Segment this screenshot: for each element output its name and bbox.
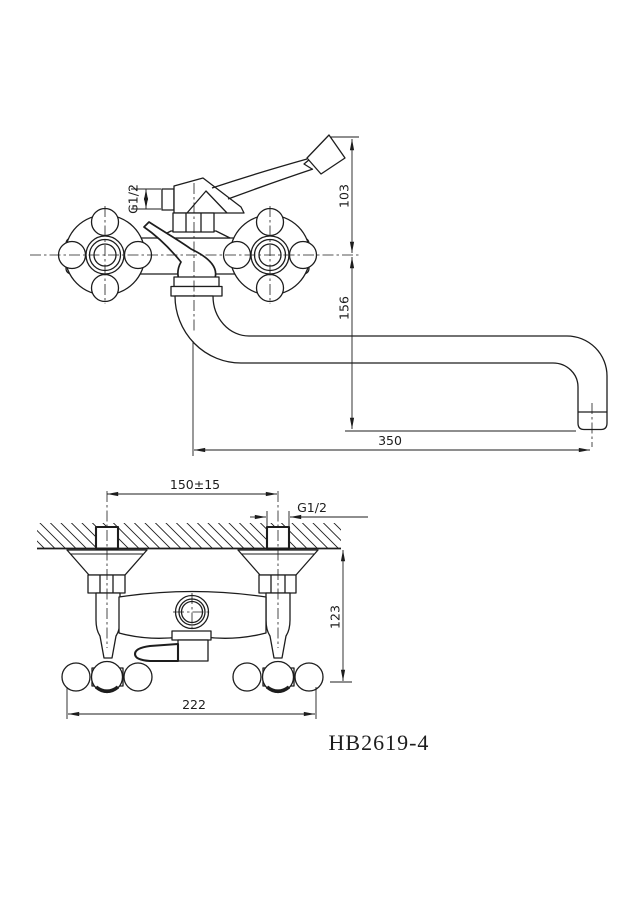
dim-thread-top: G1/2 [297, 500, 327, 515]
mixer-cap [173, 177, 245, 214]
side-view: G1/2 103 156 350 [30, 134, 608, 456]
hex-nut [172, 212, 215, 233]
g12-nipple [161, 188, 175, 211]
mixer-head [161, 177, 245, 233]
dim-spout-reach: 350 [378, 433, 402, 448]
centerlines-installation [106, 491, 279, 648]
dim-spout-drop: 156 [337, 296, 352, 320]
diverter [133, 630, 212, 663]
escutcheon-left [66, 549, 148, 594]
centerlines-side [30, 183, 593, 447]
wall-hatching [37, 523, 341, 549]
lever-handle [211, 134, 346, 200]
handle-right-top [232, 660, 324, 694]
valve-body-left [95, 592, 121, 659]
dim-body-width: 222 [182, 697, 206, 712]
dim-lever-height: 103 [337, 184, 352, 208]
outlet-ring [173, 593, 211, 631]
dimensions-installation: 150±15 G1/2 123 222 [66, 477, 368, 719]
escutcheon-right [237, 549, 319, 594]
spout [174, 295, 608, 431]
spout-collar [170, 276, 223, 297]
handle-left-top [61, 660, 153, 694]
model-label: HB2619-4 [329, 730, 430, 755]
dim-thread-side: G1/2 [126, 184, 141, 214]
diverter-knob [133, 642, 180, 663]
dim-hole-spacing: 150±15 [170, 477, 220, 492]
wall-section [37, 523, 341, 550]
installation-view: 150±15 G1/2 123 222 [37, 477, 368, 719]
dimensions-side: G1/2 103 156 350 [126, 136, 590, 456]
dim-mount-depth: 123 [328, 605, 343, 629]
lever-paddle [306, 134, 346, 175]
